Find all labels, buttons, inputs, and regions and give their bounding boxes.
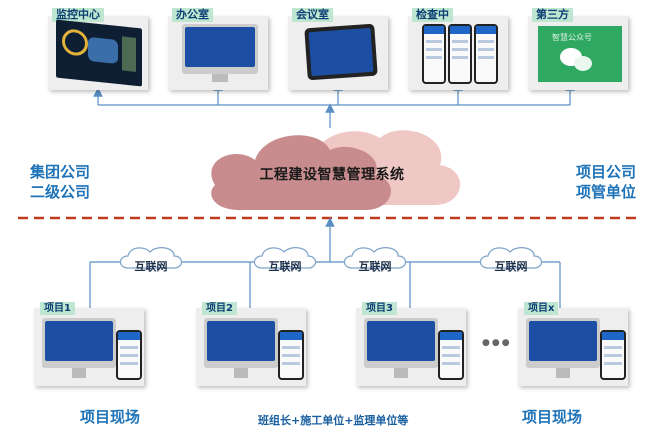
monitor-screen — [45, 321, 113, 361]
tablet-screen — [308, 27, 374, 77]
node-meeting-room: 会议室 — [288, 8, 388, 90]
left-line-1: 集团公司 — [30, 163, 91, 181]
monitor-screen — [185, 27, 255, 67]
node-label: 第三方 — [532, 8, 573, 22]
right-line-2: 项管单位 — [575, 183, 636, 201]
left-line-2: 二级公司 — [30, 183, 91, 201]
phone — [600, 330, 626, 380]
internet-cloud-1: 互联网 — [121, 252, 181, 278]
footer-middle: 班组长+施工单位+监理单位等 — [258, 414, 409, 427]
project-label: 项目x — [524, 302, 559, 315]
internet-label: 互联网 — [268, 260, 302, 273]
internet-label: 互联网 — [134, 260, 168, 273]
right-side-labels: 项目公司 项管单位 — [556, 162, 636, 202]
monitor-stand — [234, 368, 248, 378]
monitor-screen — [529, 321, 597, 361]
wechat-icon-bubble — [574, 56, 592, 71]
project-node-1: 项目1 — [34, 302, 144, 386]
node-office: 办公室 — [168, 8, 268, 90]
tablet — [304, 23, 378, 81]
node-third-party: 第三方 智慧公众号 — [528, 8, 628, 90]
internet-clouds — [119, 247, 543, 269]
phone — [422, 24, 446, 84]
wechat-text: 智慧公众号 — [552, 33, 592, 42]
photo-icon — [122, 36, 136, 72]
monitor — [204, 318, 278, 368]
node-label: 办公室 — [172, 8, 213, 22]
internet-cloud-3: 互联网 — [345, 252, 405, 278]
phone — [116, 330, 142, 380]
monitor-stand — [72, 368, 86, 378]
gauge-icon — [62, 28, 88, 57]
node-label: 监控中心 — [52, 8, 104, 22]
system-cloud — [211, 130, 461, 211]
internet-label: 互联网 — [494, 260, 528, 273]
node-monitor-center: 监控中心 — [48, 8, 148, 90]
monitor — [526, 318, 600, 368]
monitor-stand — [556, 368, 570, 378]
map-icon — [88, 36, 118, 64]
phone — [448, 24, 472, 84]
project-node-2: 项目2 — [196, 302, 306, 386]
dashboard-screen — [56, 19, 142, 87]
monitor-stand — [212, 74, 228, 82]
project-node-x: 项目x — [518, 302, 628, 386]
node-label: 检查中 — [412, 8, 453, 22]
footer-right: 项目现场 — [522, 408, 583, 426]
monitor — [182, 24, 258, 74]
project-label: 项目1 — [40, 302, 75, 315]
phone — [474, 24, 498, 84]
phone — [438, 330, 464, 380]
internet-cloud-2: 互联网 — [255, 252, 315, 278]
top-connectors — [93, 81, 575, 128]
node-label: 会议室 — [292, 8, 333, 22]
wechat-panel: 智慧公众号 — [538, 26, 622, 82]
project-label: 项目2 — [202, 302, 237, 315]
project-label: 项目3 — [362, 302, 397, 315]
monitor-screen — [207, 321, 275, 361]
monitor-stand — [394, 368, 408, 378]
monitor — [42, 318, 116, 368]
right-line-1: 项目公司 — [575, 163, 636, 181]
more-ellipsis: ●●● — [482, 338, 512, 348]
internet-cloud-4: 互联网 — [481, 252, 541, 278]
monitor-screen — [367, 321, 435, 361]
phone — [278, 330, 304, 380]
internet-label: 互联网 — [358, 260, 392, 273]
monitor — [364, 318, 438, 368]
footer-left: 项目现场 — [80, 408, 141, 426]
node-inspection: 检查中 — [408, 8, 508, 90]
left-side-labels: 集团公司 二级公司 — [30, 162, 90, 202]
system-name: 工程建设智慧管理系统 — [259, 167, 405, 183]
project-node-3: 项目3 — [356, 302, 466, 386]
